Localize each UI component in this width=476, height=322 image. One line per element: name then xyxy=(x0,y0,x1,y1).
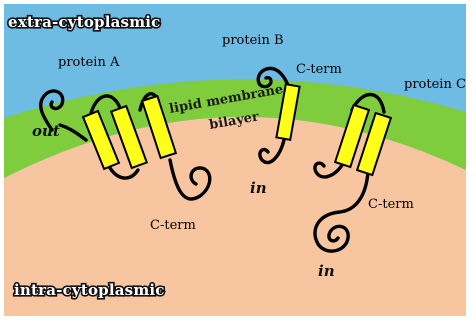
protein-c-label: protein C xyxy=(404,77,466,92)
protein-c-in-label: in xyxy=(318,262,335,280)
protein-a-out-label: out xyxy=(32,122,60,140)
protein-b-label: protein B xyxy=(222,33,284,48)
protein-b-in-label: in xyxy=(250,179,267,197)
protein-a-c-term-label: C-term xyxy=(150,218,196,233)
protein-c-c-term-label: C-term xyxy=(368,197,414,212)
protein-b-c-term-label: C-term xyxy=(296,62,342,77)
protein-a-label: protein A xyxy=(58,55,120,70)
intra-cytoplasmic-label: intra-cytoplasmic xyxy=(14,281,165,299)
extra-cytoplasmic-label: extra-cytoplasmic xyxy=(8,13,161,31)
